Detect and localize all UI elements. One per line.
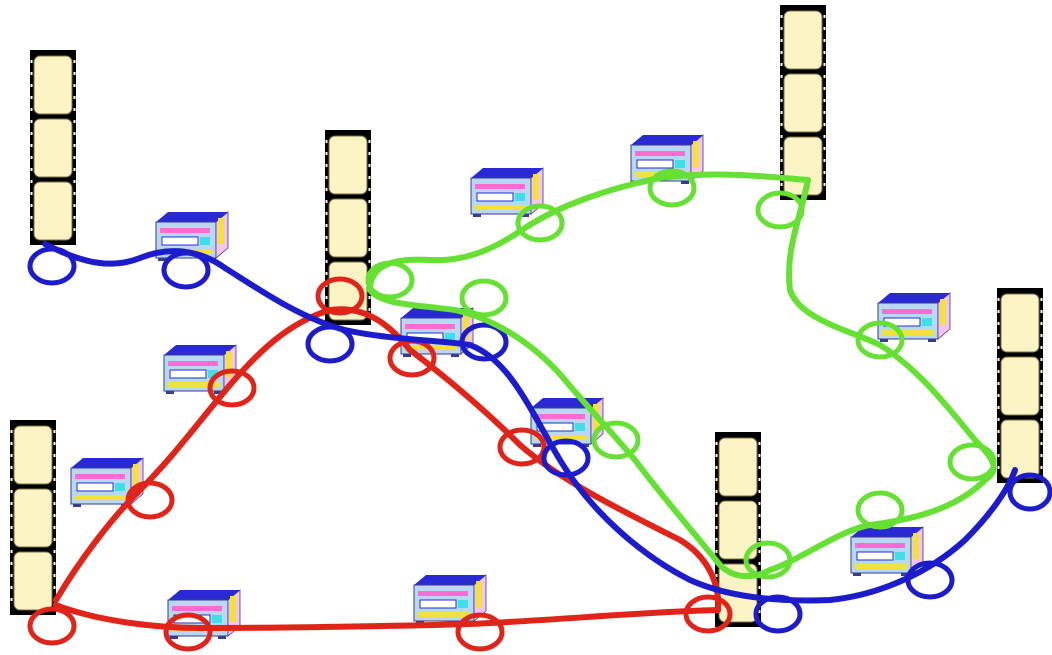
devices xyxy=(70,134,951,640)
red-ring-path xyxy=(27,276,733,652)
film-strip-icon xyxy=(9,419,57,616)
film-strip-icon xyxy=(996,287,1044,484)
green-ring-path xyxy=(365,168,997,580)
device-icon xyxy=(877,292,951,343)
film-strip-icon xyxy=(29,49,77,246)
blue-ring-path xyxy=(27,241,1052,634)
film-strip-icon xyxy=(779,4,827,201)
